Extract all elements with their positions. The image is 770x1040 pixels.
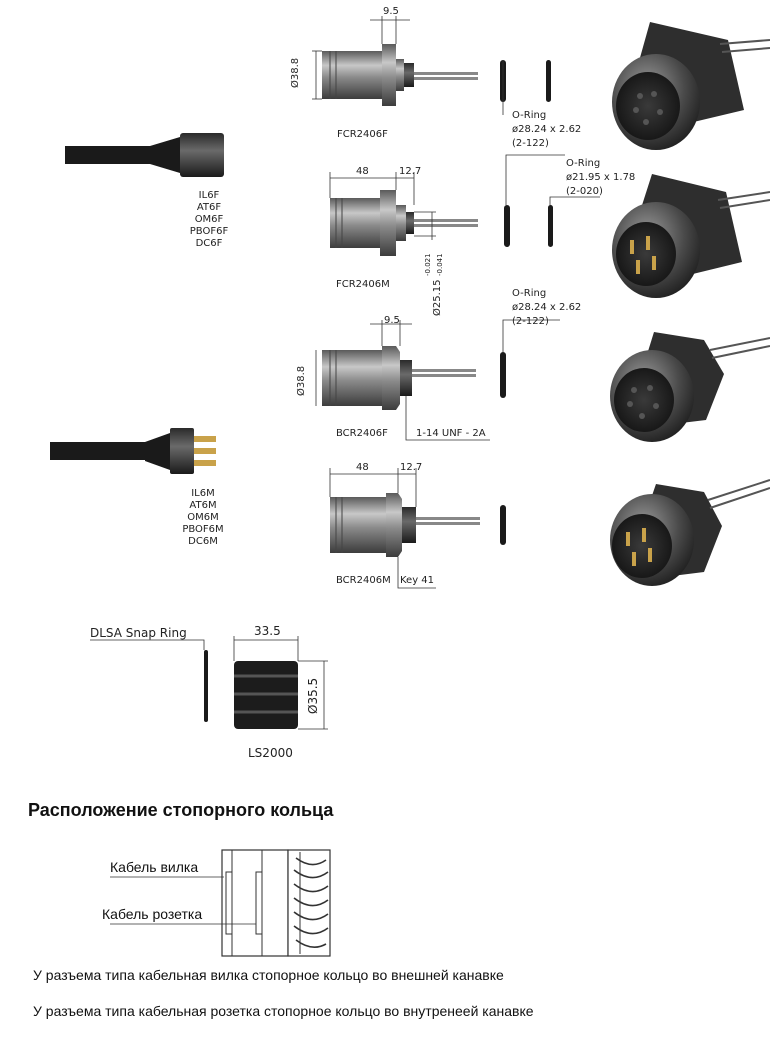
dim-fcr2406f-dia: Ø38.8 bbox=[290, 57, 301, 88]
note-plug: У разъема типа кабельная вилка стопорное… bbox=[33, 967, 504, 983]
male-cable-item: OM6M bbox=[187, 512, 219, 523]
fcr2406m-drawing bbox=[329, 172, 478, 256]
male-cable-item: AT6M bbox=[189, 500, 217, 511]
male-cable-item: IL6M bbox=[191, 488, 215, 499]
dim-ls2000-len: 33.5 bbox=[254, 624, 281, 638]
female-cable-item: DC6F bbox=[195, 238, 223, 249]
iso-view-fcr2406f bbox=[612, 22, 770, 150]
female-cable-item: AT6F bbox=[196, 202, 222, 213]
dim-bcr2406f-width: 9.5 bbox=[384, 315, 400, 326]
oring-2-code: (2-020) bbox=[566, 186, 603, 197]
bcr2406m-label: BCR2406M bbox=[336, 575, 391, 586]
oring-3-title: O-Ring bbox=[512, 288, 547, 299]
iso-view-fcr2406m bbox=[612, 174, 770, 298]
oring-2-size: ø21.95 x 1.78 bbox=[566, 172, 636, 183]
dim-fcr2406m-len: 48 bbox=[356, 166, 369, 177]
female-cable-item: OM6F bbox=[194, 214, 224, 225]
fcr2406f-label: FCR2406F bbox=[337, 129, 388, 140]
oring-row1 bbox=[500, 60, 551, 102]
ls2000-label: LS2000 bbox=[248, 746, 293, 760]
dim-fcr2406m-tol-hi: -0.021 bbox=[424, 253, 432, 276]
thread-label: 1-14 UNF - 2A bbox=[416, 428, 486, 439]
snap-ring-drawing bbox=[90, 639, 208, 722]
oring-3-size: ø28.24 x 2.62 bbox=[512, 302, 582, 313]
bcr2406f-label: BCR2406F bbox=[336, 428, 388, 439]
oring-row3 bbox=[500, 319, 560, 398]
dim-bcr2406m-len: 48 bbox=[356, 462, 369, 473]
female-cable-list: IL6F AT6F OM6F PBOF6F DC6F bbox=[174, 190, 244, 250]
dim-ls2000-dia: Ø35.5 bbox=[306, 677, 320, 714]
male-cable-item: PBOF6M bbox=[182, 524, 224, 535]
oring-2-title: O-Ring bbox=[566, 158, 601, 169]
male-cable-list: IL6M AT6M OM6M PBOF6M DC6M bbox=[168, 488, 238, 548]
female-cable-item: IL6F bbox=[198, 190, 220, 201]
iso-view-bcr2406m bbox=[610, 479, 770, 586]
dim-fcr2406f-width: 9.5 bbox=[383, 6, 399, 17]
fcr2406m-label: FCR2406M bbox=[336, 279, 390, 290]
note-socket: У разъема типа кабельная розетка стопорн… bbox=[33, 1003, 534, 1019]
oring-row2 bbox=[504, 154, 600, 247]
oring-3-code: (2-122) bbox=[512, 316, 549, 327]
dim-fcr2406m-width: 12.7 bbox=[399, 166, 422, 177]
dim-fcr2406m-dia: Ø25.15 bbox=[432, 279, 443, 317]
oring-row4 bbox=[500, 505, 506, 545]
section-heading: Расположение стопорного кольца bbox=[28, 800, 334, 820]
female-cable-item: PBOF6F bbox=[189, 226, 229, 237]
female-cable-drawing bbox=[65, 133, 224, 177]
section-diagram bbox=[110, 849, 331, 957]
plug-label: Кабель вилка bbox=[110, 859, 199, 875]
oring-1-title: O-Ring bbox=[512, 110, 547, 121]
dim-bcr2406f-dia: Ø38.8 bbox=[296, 365, 307, 396]
key-label: Key 41 bbox=[400, 575, 435, 586]
bcr2406f-drawing bbox=[315, 320, 490, 441]
ls2000-drawing bbox=[233, 636, 328, 730]
male-cable-drawing bbox=[50, 428, 216, 474]
socket-label: Кабель розетка bbox=[102, 906, 203, 922]
oring-1-code: (2-122) bbox=[512, 138, 549, 149]
male-cable-item: DC6M bbox=[188, 536, 218, 547]
snap-ring-label: DLSA Snap Ring bbox=[90, 626, 187, 640]
fcr2406f-drawing bbox=[312, 16, 478, 106]
oring-1-size: ø28.24 x 2.62 bbox=[512, 124, 582, 135]
bcr2406m-drawing bbox=[329, 468, 480, 589]
dim-fcr2406m-tol-lo: -0.041 bbox=[436, 253, 444, 276]
iso-view-bcr2406f bbox=[610, 332, 770, 442]
dim-bcr2406m-width: 12.7 bbox=[400, 462, 423, 473]
